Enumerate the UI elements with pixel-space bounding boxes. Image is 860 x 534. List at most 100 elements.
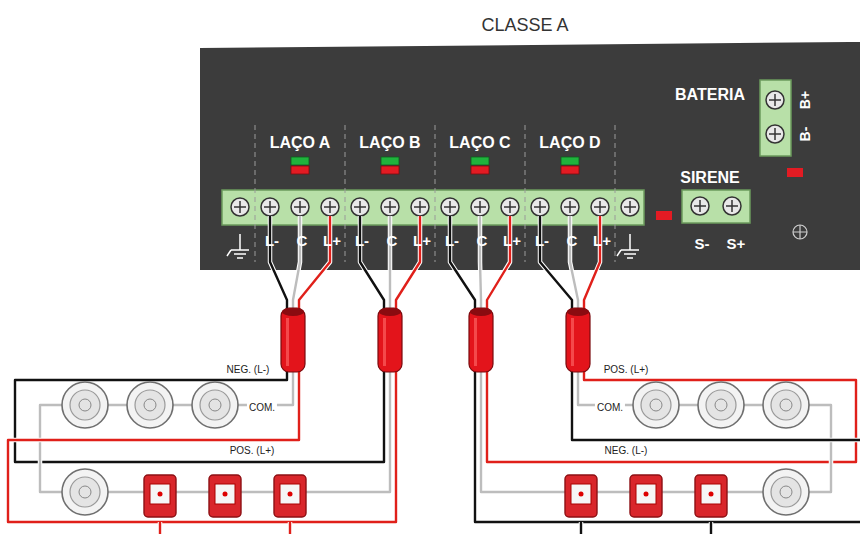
terminal-label: L- — [355, 233, 369, 250]
call-point-dot — [288, 492, 293, 497]
wire — [540, 216, 572, 312]
detector-center — [780, 399, 792, 411]
smoke-detector — [127, 382, 173, 428]
terminal-label: S+ — [727, 236, 746, 253]
wire — [487, 368, 856, 462]
wire — [570, 216, 578, 312]
screw-slot — [294, 201, 306, 213]
wire — [584, 216, 600, 312]
cable-end — [379, 308, 401, 316]
cable-highlight — [286, 318, 289, 366]
battery-terminal-block — [760, 80, 791, 156]
red-led — [656, 211, 672, 220]
call-point-dot — [223, 492, 228, 497]
terminal-label: L- — [265, 233, 279, 250]
manual-call-point — [209, 475, 241, 517]
battery-label: BATERIA — [675, 86, 745, 104]
red-led — [291, 166, 309, 174]
terminal-screw — [261, 198, 279, 216]
screw-slot — [504, 201, 516, 213]
terminal-label: L- — [445, 233, 459, 250]
screw-slot — [594, 201, 606, 213]
terminal-label: L+ — [413, 233, 431, 250]
red-led — [561, 166, 579, 174]
detector-ring — [70, 477, 100, 507]
detector-center — [144, 399, 156, 411]
detector-ring — [706, 390, 736, 420]
red-led — [471, 166, 489, 174]
wire — [270, 216, 287, 312]
screw-slot — [234, 201, 246, 213]
wire — [388, 216, 393, 312]
cable-end — [282, 308, 304, 316]
call-point-dot — [158, 492, 163, 497]
terminal-screw — [501, 198, 519, 216]
terminal-screw — [723, 197, 741, 215]
green-led — [471, 157, 489, 165]
terminal-screw — [351, 198, 369, 216]
wire-label: POS. (L+) — [228, 445, 277, 456]
terminal-label: C — [297, 233, 308, 250]
wire — [487, 216, 510, 312]
cable-sleeve — [281, 308, 305, 372]
wire — [570, 216, 578, 312]
screw-slot — [769, 128, 781, 140]
terminal-screw — [621, 198, 639, 216]
red-led — [787, 168, 803, 177]
cable-sleeve — [378, 308, 402, 372]
wire — [540, 216, 572, 312]
call-point-glass — [636, 484, 656, 504]
terminal-screw — [691, 197, 709, 215]
screw-slot — [264, 201, 276, 213]
wire — [709, 522, 714, 534]
terminal-screw — [471, 198, 489, 216]
cable-highlight — [474, 318, 477, 366]
loop-label: LAÇO C — [449, 134, 510, 152]
wire — [450, 216, 475, 312]
terminal-label: C — [567, 233, 578, 250]
call-point-glass — [701, 484, 721, 504]
cable-end — [567, 308, 589, 316]
control-panel — [200, 42, 860, 270]
call-point-dot — [709, 492, 714, 497]
wire — [299, 216, 330, 312]
detector-center — [79, 399, 91, 411]
terminal-label: B- — [798, 127, 813, 142]
separator-line — [615, 125, 616, 262]
cable-highlight — [571, 318, 574, 366]
terminal-label: B+ — [798, 91, 813, 109]
terminal-label: C — [477, 233, 488, 250]
mounting-hole-cross — [793, 225, 807, 239]
terminal-screw — [441, 198, 459, 216]
smoke-detector — [763, 469, 809, 515]
green-led — [291, 157, 309, 165]
cable-sleeve — [469, 308, 493, 372]
smoke-detector — [633, 382, 679, 428]
screw-slot — [324, 201, 336, 213]
terminal-screw — [561, 198, 579, 216]
terminal-screw — [231, 198, 249, 216]
ground-symbol — [227, 234, 249, 258]
separator-line — [525, 125, 526, 262]
wire — [475, 368, 860, 522]
call-point-dot — [644, 492, 649, 497]
detector-center — [650, 399, 662, 411]
terminal-screw — [381, 198, 399, 216]
wire — [8, 368, 396, 522]
call-point-glass — [215, 484, 235, 504]
smoke-detector — [763, 382, 809, 428]
terminal-screw — [766, 91, 784, 109]
cable-end — [470, 308, 492, 316]
screw-slot — [534, 201, 546, 213]
terminal-screw — [411, 198, 429, 216]
green-led — [381, 157, 399, 165]
detector-ring — [70, 390, 100, 420]
manual-call-point — [630, 475, 662, 517]
screw-slot — [384, 201, 396, 213]
screw-slot — [564, 201, 576, 213]
terminal-screw — [591, 198, 609, 216]
siren-terminal-block — [682, 190, 750, 223]
detector-center — [780, 486, 792, 498]
terminal-label: L+ — [593, 233, 611, 250]
